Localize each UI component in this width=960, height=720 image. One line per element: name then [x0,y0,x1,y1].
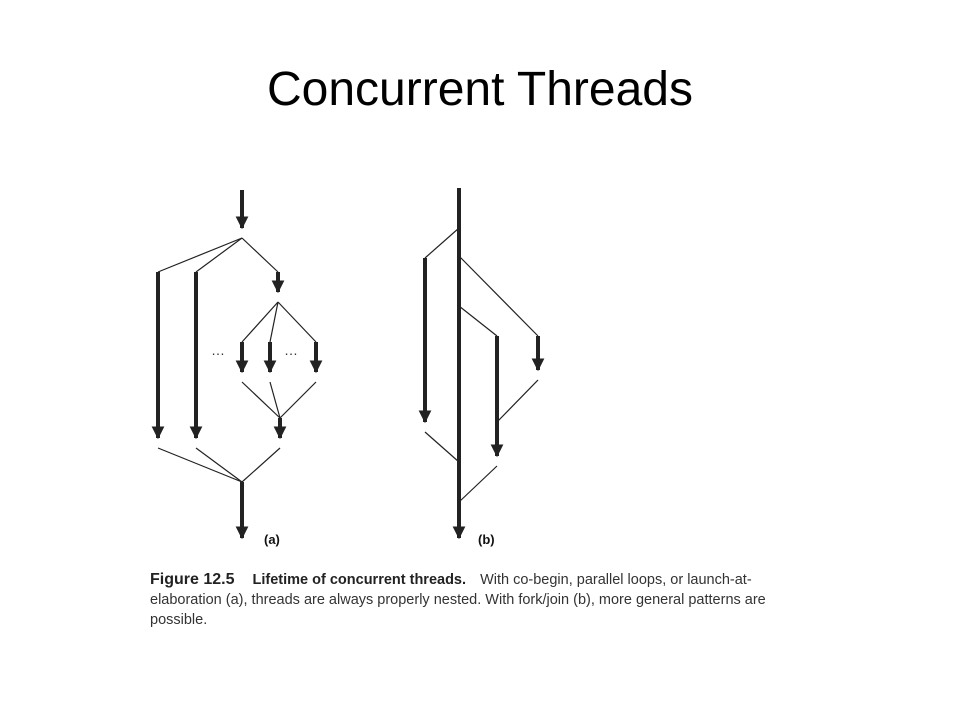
figure-caption-body: With co-begin, parallel loops, or launch… [150,572,766,628]
figure-number: Figure 12.5 [150,571,235,588]
panel-a-label: (a) [264,532,280,547]
panel-a-diagram [151,190,323,540]
ellipsis-left: … [211,342,226,358]
panel-b-diagram [418,188,545,540]
figure-heading: Lifetime of concurrent threads. [252,572,467,588]
panel-b-label: (b) [478,532,495,547]
ellipsis-right: … [284,342,299,358]
slide-title: Concurrent Threads [267,63,693,116]
figure-caption: Figure 12.5 Lifetime of concurrent threa… [150,570,815,630]
